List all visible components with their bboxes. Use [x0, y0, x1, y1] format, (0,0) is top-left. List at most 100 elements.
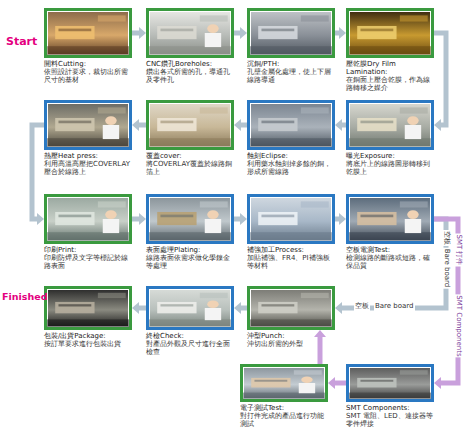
flow-arrow	[335, 213, 346, 225]
branch-label: SMT 打件	[454, 234, 462, 267]
photo-illustration	[47, 197, 129, 241]
machine-shape	[157, 302, 196, 313]
photo-illustration	[349, 197, 431, 241]
arrow-head	[234, 119, 241, 131]
step-description: 對產品外觀及尺寸進行全面檢查	[146, 340, 234, 356]
process-step: 空板電測Test:檢測線路的斷路或短路，確保品質	[346, 194, 434, 270]
floor-shape	[149, 232, 231, 241]
machine-shape	[357, 118, 396, 131]
machine-shape	[55, 118, 94, 131]
floor-shape	[349, 232, 431, 241]
step-description: 印刷防焊及文字等標記於線路表面	[44, 254, 132, 270]
process-photo	[346, 100, 434, 150]
process-photo	[146, 286, 234, 330]
background-shape	[200, 201, 228, 207]
photo-illustration	[349, 11, 431, 55]
process-step: 表面處理Plating:線路表面依需求做化學鎳金等處理	[146, 194, 234, 270]
arrow-head	[335, 119, 342, 131]
machine-shape	[357, 26, 396, 39]
process-step: 印刷Print:印刷防焊及文字等標記於線路表面	[44, 194, 132, 270]
flow-arrow	[234, 213, 247, 225]
process-photo	[44, 8, 132, 58]
photo-illustration	[243, 367, 325, 399]
step-title: 沉銅/PTH:	[247, 60, 335, 68]
machine-shape	[55, 212, 94, 225]
process-photo	[146, 194, 234, 244]
arrow-head	[139, 213, 146, 225]
photo-illustration	[349, 103, 431, 147]
photo-illustration	[47, 103, 129, 147]
step-description: 將底片上的線路圖形轉移到乾膜上	[346, 160, 434, 176]
arrow-head	[139, 27, 146, 39]
worker-body	[405, 125, 421, 139]
process-step: 沉銅/PTH:孔壁金屬化處理，使上下層線路導通	[247, 8, 335, 84]
process-step: 補強加工Process:加貼補強、FR4、PI補強板等材料	[247, 194, 335, 270]
step-caption: 終檢Check:對產品外觀及尺寸進行全面檢查	[146, 332, 234, 356]
step-title: 表面處理Plating:	[146, 246, 234, 254]
floor-shape	[243, 393, 325, 399]
machine-detail	[58, 29, 91, 32]
arrow-head	[132, 119, 139, 131]
step-description: 依照設計要求，裁切出所需尺寸的基材	[44, 68, 132, 84]
arrow-head	[240, 27, 247, 39]
photo-illustration	[250, 11, 332, 55]
process-photo	[44, 194, 132, 244]
flow-arrow	[132, 213, 146, 225]
step-description: 線路表面依需求做化學鎳金等處理	[146, 254, 234, 270]
flow-arrow	[132, 302, 146, 314]
step-caption: 覆蓋cover:將COVERLAY覆蓋於線路銅箔上	[146, 152, 234, 176]
background-shape	[98, 201, 126, 207]
process-photo	[247, 286, 335, 330]
flow-arrow	[234, 119, 247, 131]
machine-detail	[160, 215, 193, 218]
background-shape	[98, 15, 126, 21]
arrow-shaft	[318, 337, 323, 364]
photo-illustration	[250, 197, 332, 241]
machine-shape	[55, 302, 94, 313]
arrow-head	[37, 213, 44, 225]
machine-shape	[357, 212, 396, 225]
arrow-head	[434, 119, 441, 131]
finish-label: Finished	[2, 292, 47, 302]
background-shape	[301, 107, 329, 113]
photo-illustration	[47, 11, 129, 55]
flow-arrow	[32, 125, 44, 225]
arrow-head	[240, 213, 247, 225]
step-caption: 印刷Print:印刷防焊及文字等標記於線路表面	[44, 246, 132, 270]
process-photo	[44, 286, 132, 330]
machine-detail	[360, 29, 393, 32]
background-shape	[400, 107, 428, 113]
floor-shape	[349, 46, 431, 55]
process-photo	[346, 364, 434, 402]
step-caption: 空板電測Test:檢測線路的斷路或短路，確保品質	[346, 246, 434, 270]
machine-detail	[58, 121, 91, 124]
machine-shape	[157, 212, 196, 225]
worker-head	[105, 116, 116, 125]
arrow-shaft	[32, 125, 44, 219]
process-photo	[240, 364, 328, 402]
floor-shape	[47, 232, 129, 241]
step-title: 熱壓Heat press:	[44, 152, 132, 160]
process-photo	[346, 8, 434, 58]
step-description: 孔壁金屬化處理，使上下層線路導通	[247, 68, 335, 84]
arrow-shaft	[234, 217, 240, 222]
process-step: 熱壓Heat press:利用高溫高壓把COVERLAY壓合於線路上	[44, 100, 132, 176]
background-shape	[98, 293, 126, 298]
photo-illustration	[149, 11, 231, 55]
machine-detail	[160, 29, 193, 32]
process-step: 壓乾膜Dry Film Lamination:在銅面上壓合乾膜，作為線路轉移之媒…	[346, 8, 434, 92]
step-description: 利用高溫高壓把COVERLAY壓合於線路上	[44, 160, 132, 176]
flow-arrow	[335, 119, 346, 131]
background-shape	[400, 370, 428, 374]
worker-body	[205, 219, 221, 233]
step-title: 蝕刻Eclipse:	[247, 152, 335, 160]
step-description: 在銅面上壓合乾膜，作為線路轉移之媒介	[346, 76, 434, 92]
step-description: SMT 電阻、LED、連接器等零件焊接	[346, 412, 434, 428]
process-step: 包裝/出貨Package:按訂單要求進行包裝出貨	[44, 286, 132, 348]
flow-arrow	[314, 330, 326, 364]
step-title: 開料Cutting:	[44, 60, 132, 68]
step-caption: 補強加工Process:加貼補強、FR4、PI補強板等材料	[247, 246, 335, 270]
flow-arrow	[132, 119, 146, 131]
step-description: 按訂單要求進行包裝出貨	[44, 340, 132, 348]
step-title: 終檢Check:	[146, 332, 234, 340]
